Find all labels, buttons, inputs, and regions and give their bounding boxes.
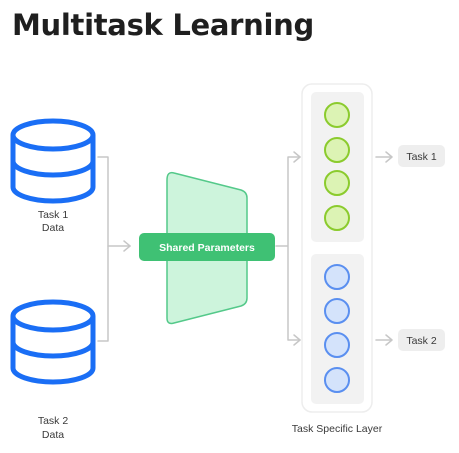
task1-data-label-line2: Data bbox=[42, 222, 64, 234]
node-circle bbox=[324, 367, 350, 393]
node-circle bbox=[324, 170, 350, 196]
node-circle bbox=[324, 332, 350, 358]
shared-parameters-pill bbox=[139, 233, 275, 261]
node-circle bbox=[324, 102, 350, 128]
arrow-to-task2-layer bbox=[293, 334, 301, 346]
output-task1-chip bbox=[398, 145, 445, 167]
database-icon bbox=[10, 118, 96, 204]
task2-data-label-line1: Task 2 bbox=[38, 415, 69, 427]
task1-data-label-line1: Task 1 bbox=[38, 209, 69, 221]
node-circle bbox=[324, 298, 350, 324]
database-icon bbox=[10, 299, 96, 385]
task1-layer-panel bbox=[311, 92, 364, 242]
connector-task2-data bbox=[97, 245, 109, 342]
node-circle bbox=[324, 137, 350, 163]
task-specific-layer-label: Task Specific Layer bbox=[292, 423, 383, 435]
task2-layer-panel bbox=[311, 254, 364, 404]
arrow-to-shared bbox=[123, 240, 131, 252]
connector-output-1 bbox=[375, 151, 393, 163]
output-task2-chip bbox=[398, 329, 445, 351]
output-task2-label: Task 2 bbox=[406, 335, 437, 347]
connector-task1-data bbox=[97, 156, 131, 247]
task1-nodes bbox=[324, 102, 350, 231]
node-circle bbox=[324, 205, 350, 231]
connector-output-2 bbox=[375, 334, 393, 346]
connector-lines bbox=[97, 151, 393, 346]
task2-nodes bbox=[324, 264, 350, 393]
arrow-to-task1-layer bbox=[293, 151, 301, 163]
diagram-title: Multitask Learning bbox=[12, 8, 314, 42]
node-circle bbox=[324, 264, 350, 290]
connector-shared-out bbox=[275, 156, 301, 341]
task2-data-label-line2: Data bbox=[42, 429, 64, 441]
shared-parameters-label: Shared Parameters bbox=[159, 242, 255, 254]
output-task1-label: Task 1 bbox=[406, 151, 437, 163]
